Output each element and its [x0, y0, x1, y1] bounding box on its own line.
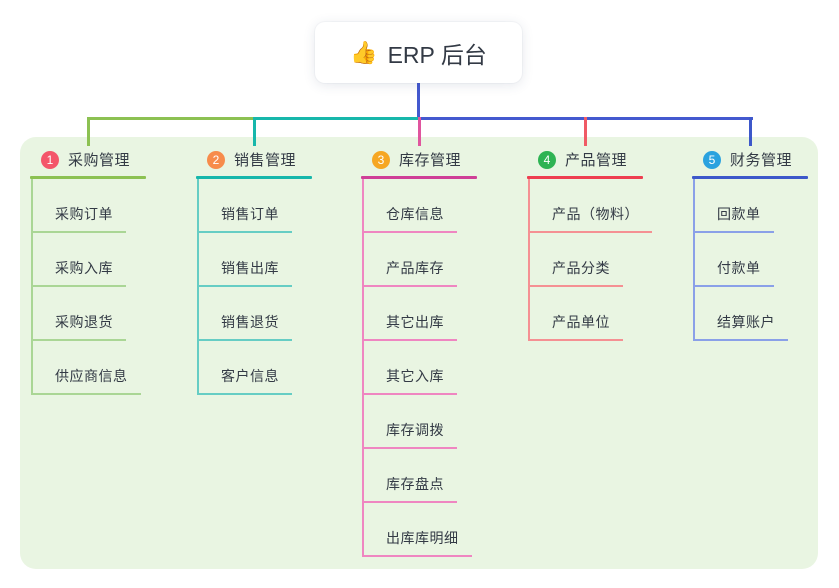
child-row: 产品库存: [364, 233, 521, 287]
branch-drop-line: [252, 117, 256, 146]
branch-title-label: 库存管理: [399, 152, 462, 169]
child-node[interactable]: 库存盘点: [364, 474, 457, 503]
branch-underline: [692, 176, 808, 179]
branch-drop-line: [583, 117, 587, 146]
branch-children: 采购订单采购入库采购退货供应商信息: [31, 179, 190, 395]
child-node[interactable]: 采购入库: [33, 258, 126, 287]
child-node[interactable]: 客户信息: [199, 366, 292, 395]
branch-title-node[interactable]: 4 产品管理: [527, 146, 687, 173]
branch-column: 5 财务管理回款单付款单结算账户: [692, 146, 839, 341]
child-row: 产品（物料）: [530, 179, 687, 233]
branch-underline: [196, 176, 312, 179]
root-connector-line: [417, 83, 420, 120]
thumbs-up-icon: 👍: [350, 39, 378, 65]
branch-number-badge: 3: [372, 150, 390, 169]
child-row: 采购退货: [33, 287, 190, 341]
branch-number-badge: 4: [538, 150, 556, 169]
child-row: 产品单位: [530, 287, 687, 341]
child-row: 付款单: [695, 233, 839, 287]
child-row: 采购入库: [33, 233, 190, 287]
child-node[interactable]: 库存调拨: [364, 420, 457, 449]
child-row: 仓库信息: [364, 179, 521, 233]
child-node[interactable]: 出库库明细: [364, 528, 472, 557]
branch-column: 3 库存管理仓库信息产品库存其它出库其它入库库存调拨库存盘点出库库明细: [361, 146, 521, 557]
branch-children: 仓库信息产品库存其它出库其它入库库存调拨库存盘点出库库明细: [362, 179, 521, 557]
child-row: 结算账户: [695, 287, 839, 341]
branches-panel: [20, 137, 818, 569]
child-row: 销售出库: [199, 233, 356, 287]
branch-drop-line: [417, 117, 421, 146]
child-node[interactable]: 产品分类: [530, 258, 623, 287]
child-node[interactable]: 产品单位: [530, 312, 623, 341]
branch-column: 4 产品管理产品（物料） 产品分类产品单位: [527, 146, 687, 341]
child-node[interactable]: 结算账户: [695, 312, 788, 341]
branch-column: 1 采购管理采购订单采购入库采购退货供应商信息: [30, 146, 190, 395]
child-row: 销售退货: [199, 287, 356, 341]
bus-line-segment: [86, 117, 256, 120]
child-row: 回款单: [695, 179, 839, 233]
branch-children: 销售订单销售出库销售退货客户信息: [197, 179, 356, 395]
child-node[interactable]: 销售出库: [199, 258, 292, 287]
branch-title-label: 财务管理: [730, 152, 793, 169]
branch-number-badge: 5: [703, 150, 721, 169]
child-row: 出库库明细: [364, 503, 521, 557]
branch-number-badge: 2: [207, 150, 225, 169]
child-node[interactable]: 回款单: [695, 204, 774, 233]
child-row: 销售订单: [199, 179, 356, 233]
child-row: 客户信息: [199, 341, 356, 395]
branch-drop-line: [748, 117, 752, 146]
child-row: 库存调拨: [364, 395, 521, 449]
child-node[interactable]: 仓库信息: [364, 204, 457, 233]
branch-title-node[interactable]: 3 库存管理: [361, 146, 521, 173]
child-row: 其它出库: [364, 287, 521, 341]
child-row: 供应商信息: [33, 341, 190, 395]
child-node[interactable]: 其它出库: [364, 312, 457, 341]
child-row: 产品分类: [530, 233, 687, 287]
child-node[interactable]: 产品（物料）: [530, 204, 652, 233]
child-node[interactable]: 销售订单: [199, 204, 292, 233]
branch-number-badge: 1: [41, 150, 59, 169]
branch-children: 产品（物料） 产品分类产品单位: [528, 179, 687, 341]
child-row: 库存盘点: [364, 449, 521, 503]
child-row: 其它入库: [364, 341, 521, 395]
child-node[interactable]: 付款单: [695, 258, 774, 287]
bus-line-segment: [252, 117, 421, 120]
branch-children: 回款单付款单结算账户: [693, 179, 839, 341]
child-row: 采购订单: [33, 179, 190, 233]
branch-title-label: 产品管理: [565, 152, 628, 169]
child-node[interactable]: 销售退货: [199, 312, 292, 341]
branch-underline: [527, 176, 643, 179]
child-node[interactable]: 产品库存: [364, 258, 457, 287]
branch-title-node[interactable]: 2 销售管理: [196, 146, 356, 173]
branch-title-label: 采购管理: [68, 152, 131, 169]
root-node[interactable]: 👍 ERP 后台: [315, 22, 522, 83]
branch-underline: [30, 176, 146, 179]
branch-title-node[interactable]: 5 财务管理: [692, 146, 839, 173]
branch-title-label: 销售管理: [234, 152, 297, 169]
branch-drop-line: [86, 117, 90, 146]
root-node-label: ERP 后台: [387, 41, 487, 68]
branch-column: 2 销售管理销售订单销售出库销售退货客户信息: [196, 146, 356, 395]
child-node[interactable]: 采购订单: [33, 204, 126, 233]
branch-underline: [361, 176, 477, 179]
child-node[interactable]: 供应商信息: [33, 366, 141, 395]
child-node[interactable]: 采购退货: [33, 312, 126, 341]
child-node[interactable]: 其它入库: [364, 366, 457, 395]
branch-title-node[interactable]: 1 采购管理: [30, 146, 190, 173]
